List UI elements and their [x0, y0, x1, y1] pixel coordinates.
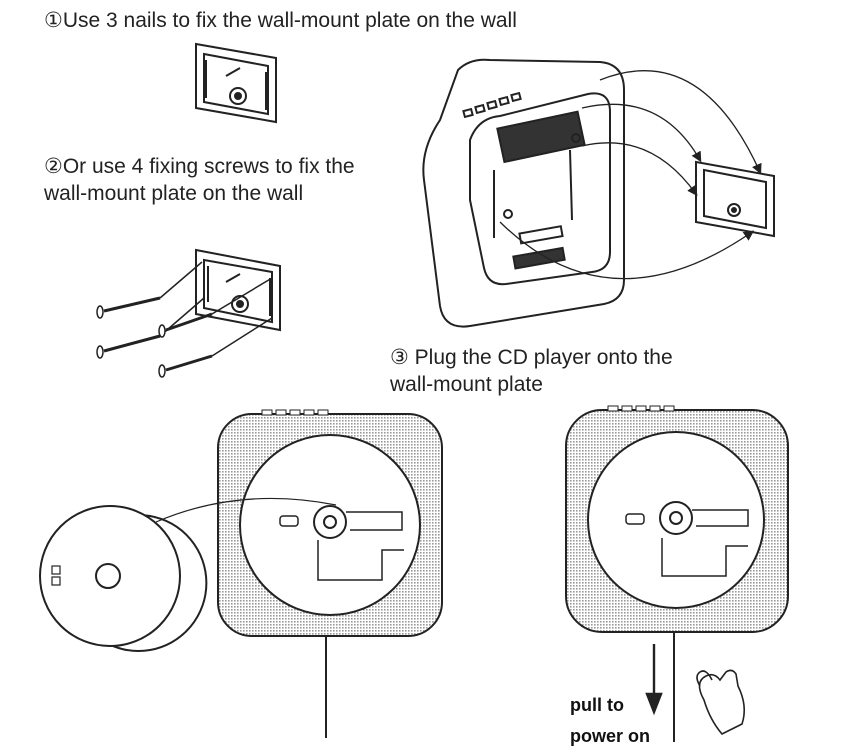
pull-to-power-on-line2: power on	[570, 726, 650, 746]
arrow-curve	[499, 70, 762, 280]
hand-pull-icon	[696, 669, 746, 735]
step2-text-line1: ②Or use 4 fixing screws to fix the	[44, 155, 355, 178]
cd-player-front-icon	[217, 409, 443, 738]
cd-disc-icon	[39, 497, 337, 652]
wall-mount-plate-icon	[695, 160, 775, 238]
step2-text-line2: wall-mount plate on the wall	[44, 182, 304, 205]
pull-to-power-on-line1: pull to	[570, 695, 624, 715]
screw-icon	[96, 261, 273, 378]
arrow-down-icon	[645, 644, 663, 716]
wall-mount-plate-icon	[195, 42, 277, 124]
step3-text-line1: ③ Plug the CD player onto the	[390, 346, 673, 369]
wall-mount-plate-icon	[195, 248, 281, 332]
cd-player-back-icon	[422, 58, 625, 328]
step3-text-line2: wall-mount plate	[390, 373, 543, 396]
cd-player-front-icon	[565, 405, 789, 742]
step1-text: ①Use 3 nails to fix the wall-mount plate…	[44, 9, 517, 32]
